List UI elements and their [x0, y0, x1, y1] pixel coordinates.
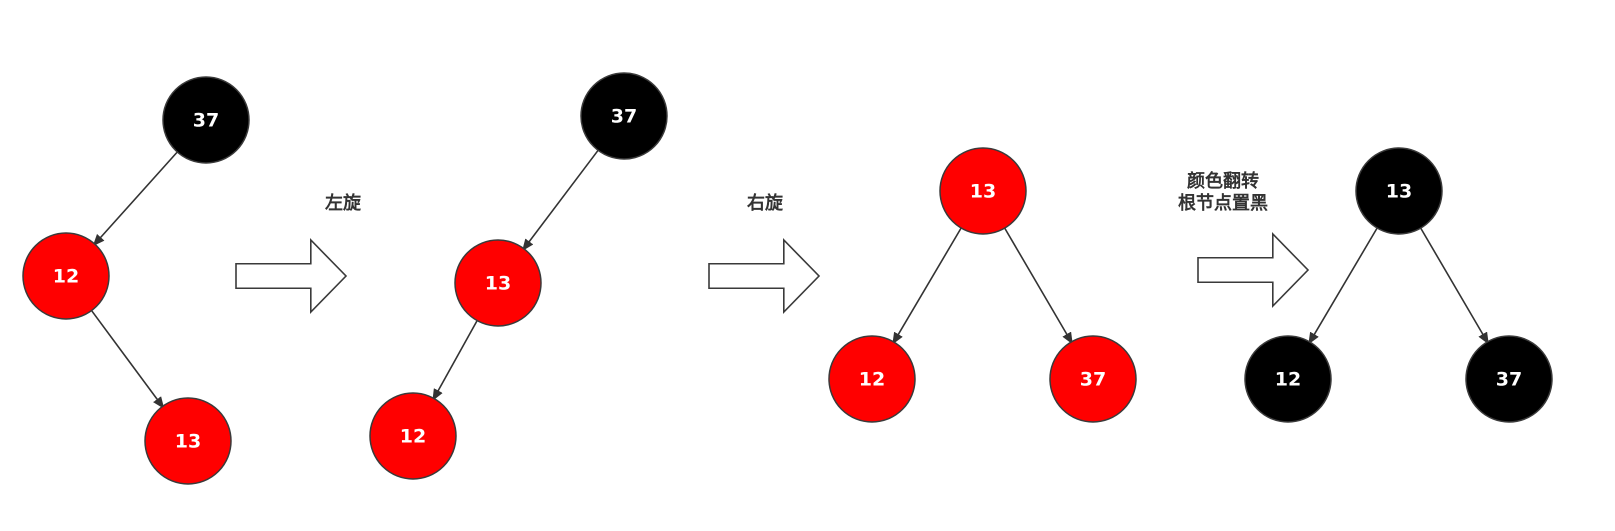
tree-node-after-recolor-37: 37 [1465, 335, 1553, 423]
tree-node-after-right-rotation-12: 12 [828, 335, 916, 423]
node-label: 37 [1496, 369, 1522, 391]
left-rotate-label: 左旋 [325, 192, 362, 214]
tree-edge-c13-c37 [1004, 227, 1073, 345]
node-label: 37 [1080, 369, 1106, 391]
black-node-circle [1355, 147, 1443, 235]
tree-node-initial-13: 13 [144, 397, 232, 485]
node-label: 13 [1386, 181, 1412, 203]
node-label: 12 [859, 369, 885, 391]
tree-edge-d13-d12 [1308, 227, 1378, 345]
recolor-arrow-icon [1197, 232, 1310, 308]
tree-node-after-left-rotation-37: 37 [580, 72, 668, 160]
red-node-circle [454, 239, 542, 327]
node-label: 13 [175, 431, 201, 453]
red-node-circle [144, 397, 232, 485]
node-label: 13 [485, 273, 511, 295]
tree-node-after-left-rotation-13: 13 [454, 239, 542, 327]
node-label: 12 [400, 426, 426, 448]
left-rotate-arrow-icon [235, 238, 348, 314]
right-rotate-arrow-icon [708, 238, 821, 314]
nodes-layer: 37 12 13 37 13 12 13 12 37 13 12 37 [22, 72, 1553, 485]
black-node-circle [1465, 335, 1553, 423]
red-node-circle [1049, 335, 1137, 423]
node-label: 12 [53, 266, 79, 288]
node-label: 37 [193, 110, 219, 132]
tree-edge-c13-c12 [892, 227, 962, 345]
red-node-circle [828, 335, 916, 423]
tree-node-after-recolor-13: 13 [1355, 147, 1443, 235]
tree-node-after-right-rotation-13: 13 [939, 147, 1027, 235]
recolor-label: 颜色翻转 [1187, 170, 1259, 192]
node-label: 13 [970, 181, 996, 203]
recolor-label: 根节点置黑 [1178, 192, 1268, 214]
tree-edge-a12-a13 [90, 310, 165, 409]
tree-edge-d13-d37 [1420, 227, 1489, 345]
tree-node-after-left-rotation-12: 12 [369, 392, 457, 480]
red-node-circle [22, 232, 110, 320]
tree-node-after-right-rotation-37: 37 [1049, 335, 1137, 423]
tree-edge-b37-b13 [522, 149, 599, 252]
tree-edge-b13-b12 [432, 320, 478, 402]
node-label: 37 [611, 106, 637, 128]
red-node-circle [369, 392, 457, 480]
red-node-circle [939, 147, 1027, 235]
black-node-circle [580, 72, 668, 160]
tree-node-after-recolor-12: 12 [1244, 335, 1332, 423]
black-node-circle [162, 76, 250, 164]
right-rotate-label: 右旋 [747, 192, 784, 214]
tree-edge-a37-a12 [92, 151, 178, 247]
black-node-circle [1244, 335, 1332, 423]
node-label: 12 [1275, 369, 1301, 391]
edges-layer [90, 149, 1489, 409]
tree-node-initial-37: 37 [162, 76, 250, 164]
tree-node-initial-12: 12 [22, 232, 110, 320]
